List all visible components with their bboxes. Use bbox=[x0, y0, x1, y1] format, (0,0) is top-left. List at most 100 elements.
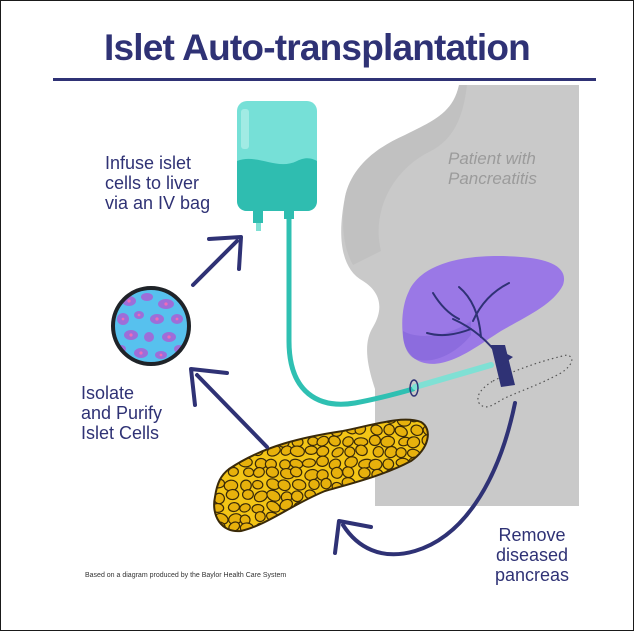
pancreas-lobule bbox=[214, 419, 228, 423]
liver-icon bbox=[402, 256, 565, 387]
pancreas-lobule bbox=[331, 447, 344, 458]
pancreas-lobule bbox=[395, 447, 407, 459]
pancreas-lobule bbox=[279, 419, 292, 425]
pancreas-lobule bbox=[199, 514, 212, 525]
silhouette-face bbox=[343, 85, 467, 265]
step-label-remove: Remove diseased pancreas bbox=[495, 525, 570, 585]
pancreas-lobule bbox=[292, 523, 306, 532]
pancreas-lobule bbox=[290, 419, 303, 424]
pancreas-lobule bbox=[368, 458, 383, 471]
pancreas-lobule bbox=[289, 466, 303, 478]
pancreas-lobule bbox=[318, 513, 334, 524]
title-divider bbox=[53, 78, 596, 81]
pancreas-lobule bbox=[357, 503, 369, 515]
islet-cells-icon bbox=[111, 286, 191, 366]
pancreas-lobule bbox=[214, 436, 227, 448]
pancreas-lobule bbox=[302, 423, 316, 433]
page-title: Islet Auto-transplantation bbox=[104, 27, 531, 68]
pancreas-lobule bbox=[198, 477, 213, 490]
pancreas-lobule bbox=[199, 489, 214, 503]
pancreas-lobule bbox=[199, 502, 213, 514]
pancreas-lobule bbox=[215, 455, 228, 466]
pancreas-lobule bbox=[215, 424, 230, 436]
pancreas-lobule bbox=[383, 423, 395, 436]
pancreas-lobule bbox=[304, 511, 320, 523]
pancreas-lobule bbox=[371, 523, 383, 532]
step-label-infuse: Infuse islet cells to liver via an IV ba… bbox=[105, 153, 211, 213]
pancreas-lobule bbox=[368, 434, 381, 447]
pancreas-lobule bbox=[397, 514, 410, 524]
pancreas-lobule bbox=[382, 458, 395, 470]
pancreas-lobule bbox=[252, 466, 265, 478]
pancreas-lobule bbox=[342, 491, 355, 504]
pancreas-lobule bbox=[197, 424, 212, 438]
pancreas-lobule bbox=[328, 435, 341, 447]
pancreas-lobule bbox=[241, 489, 254, 500]
pancreas-lobule bbox=[355, 509, 368, 522]
pancreas-lobule bbox=[265, 521, 280, 532]
pancreas-lobule bbox=[341, 501, 356, 514]
pancreas-lobule bbox=[396, 525, 409, 532]
pancreas-lobule bbox=[342, 466, 355, 479]
pancreas-lobule bbox=[225, 426, 239, 438]
pancreas-lobule bbox=[266, 434, 279, 445]
pancreas-lobule bbox=[290, 423, 304, 436]
pancreas-lobule bbox=[384, 522, 396, 532]
pancreas-lobule bbox=[289, 445, 305, 458]
pancreas-lobule bbox=[353, 490, 368, 502]
pancreas-lobule bbox=[341, 419, 355, 423]
pancreas-lobule bbox=[202, 415, 213, 424]
pancreas-lobule bbox=[308, 478, 320, 491]
pancreas-lobule bbox=[214, 433, 215, 445]
pancreas-lobule bbox=[198, 468, 213, 481]
pancreas-lobule bbox=[266, 500, 281, 513]
pancreas-lobule bbox=[227, 447, 239, 458]
pancreas-lobule bbox=[304, 500, 317, 512]
pancreas-lobule bbox=[342, 436, 354, 447]
pancreas-lobule bbox=[229, 436, 241, 448]
pancreas-lobule bbox=[344, 456, 358, 469]
pancreas-lobule bbox=[406, 523, 419, 532]
pancreas-lobule bbox=[214, 446, 215, 458]
pancreas-lobule bbox=[262, 424, 277, 438]
pancreas-lobule bbox=[410, 424, 424, 437]
pancreas-lobule bbox=[301, 458, 317, 468]
pancreas-lobule bbox=[277, 522, 291, 532]
pancreas-lobule bbox=[254, 511, 266, 523]
pancreas-lobule bbox=[355, 444, 368, 457]
pancreas-lobule bbox=[290, 490, 304, 503]
pancreas-lobule bbox=[265, 419, 278, 426]
pancreas-lobule bbox=[317, 524, 330, 532]
pancreas-lobule bbox=[383, 511, 398, 525]
pancreas-lobule bbox=[278, 422, 291, 434]
iv-bag-icon bbox=[237, 101, 317, 231]
pancreas-lobule bbox=[406, 436, 421, 449]
removed-pancreas-outline bbox=[477, 354, 573, 408]
pancreas-lobule bbox=[358, 419, 372, 424]
pancreas-lobule bbox=[265, 466, 280, 478]
step-label-isolate: Isolate and Purify Islet Cells bbox=[81, 383, 163, 443]
pancreas-lobule bbox=[225, 488, 240, 501]
patient-label: Patient with Pancreatitis bbox=[448, 149, 537, 188]
pancreas-lobule bbox=[372, 445, 384, 458]
pancreas-lobule bbox=[227, 502, 240, 513]
pancreas-lobule bbox=[277, 479, 291, 492]
pancreas-lobule bbox=[243, 467, 255, 478]
arrow-to-ivbag-icon bbox=[191, 235, 243, 287]
iv-tube bbox=[286, 214, 416, 407]
pancreas-lobule bbox=[394, 425, 408, 438]
tube-clamp bbox=[409, 379, 419, 397]
iv-tube-tip bbox=[412, 362, 494, 390]
pancreas-lobule bbox=[320, 477, 332, 490]
pancreas-lobule bbox=[252, 479, 264, 490]
pancreas-lobule bbox=[369, 511, 385, 523]
arrow-remove-pancreas-icon bbox=[333, 401, 517, 557]
pancreas-lobule bbox=[199, 457, 211, 467]
pancreas-lobule bbox=[332, 498, 346, 510]
pancreas-lobule bbox=[242, 435, 255, 447]
pancreas-lobule bbox=[304, 419, 316, 425]
pancreas-lobule bbox=[332, 419, 345, 425]
pancreas-lobule bbox=[316, 435, 330, 447]
